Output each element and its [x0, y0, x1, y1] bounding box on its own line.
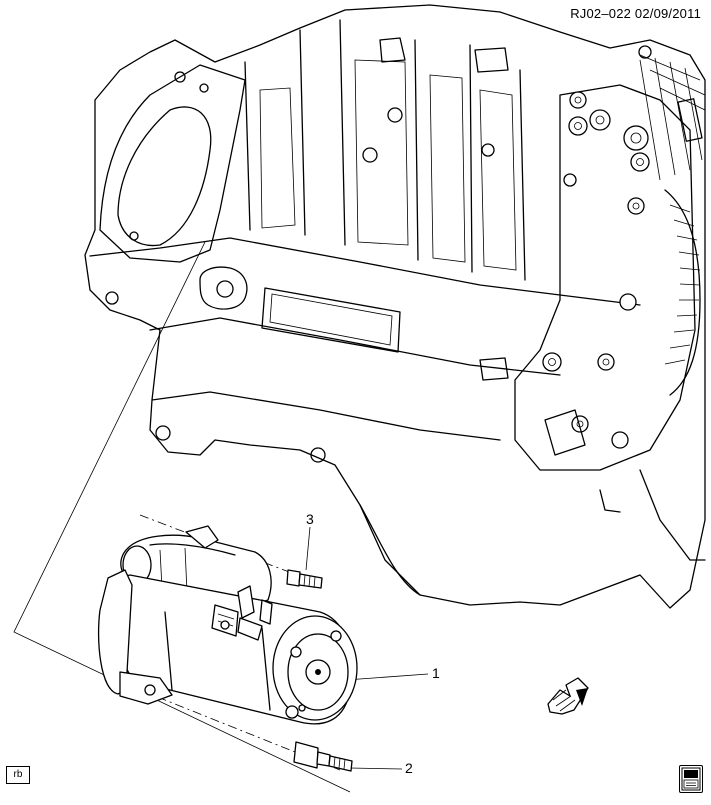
- callout-1: 1: [432, 665, 440, 681]
- engine-block: [84, 4, 706, 609]
- gm-spo-logo-icon: [679, 765, 703, 793]
- callout-2: 2: [405, 760, 413, 776]
- callout-3: 3: [306, 511, 314, 527]
- bolt-item-3: [286, 569, 323, 589]
- bolt-heads-cluster: [542, 45, 652, 449]
- front-direction-arrow-icon: [547, 677, 589, 715]
- starter-motor: [97, 525, 358, 725]
- drawing-reference: RJ02–022 02/09/2011: [570, 6, 701, 21]
- stud-bolt-item-2: [293, 741, 353, 772]
- rb-badge: rb: [6, 766, 30, 784]
